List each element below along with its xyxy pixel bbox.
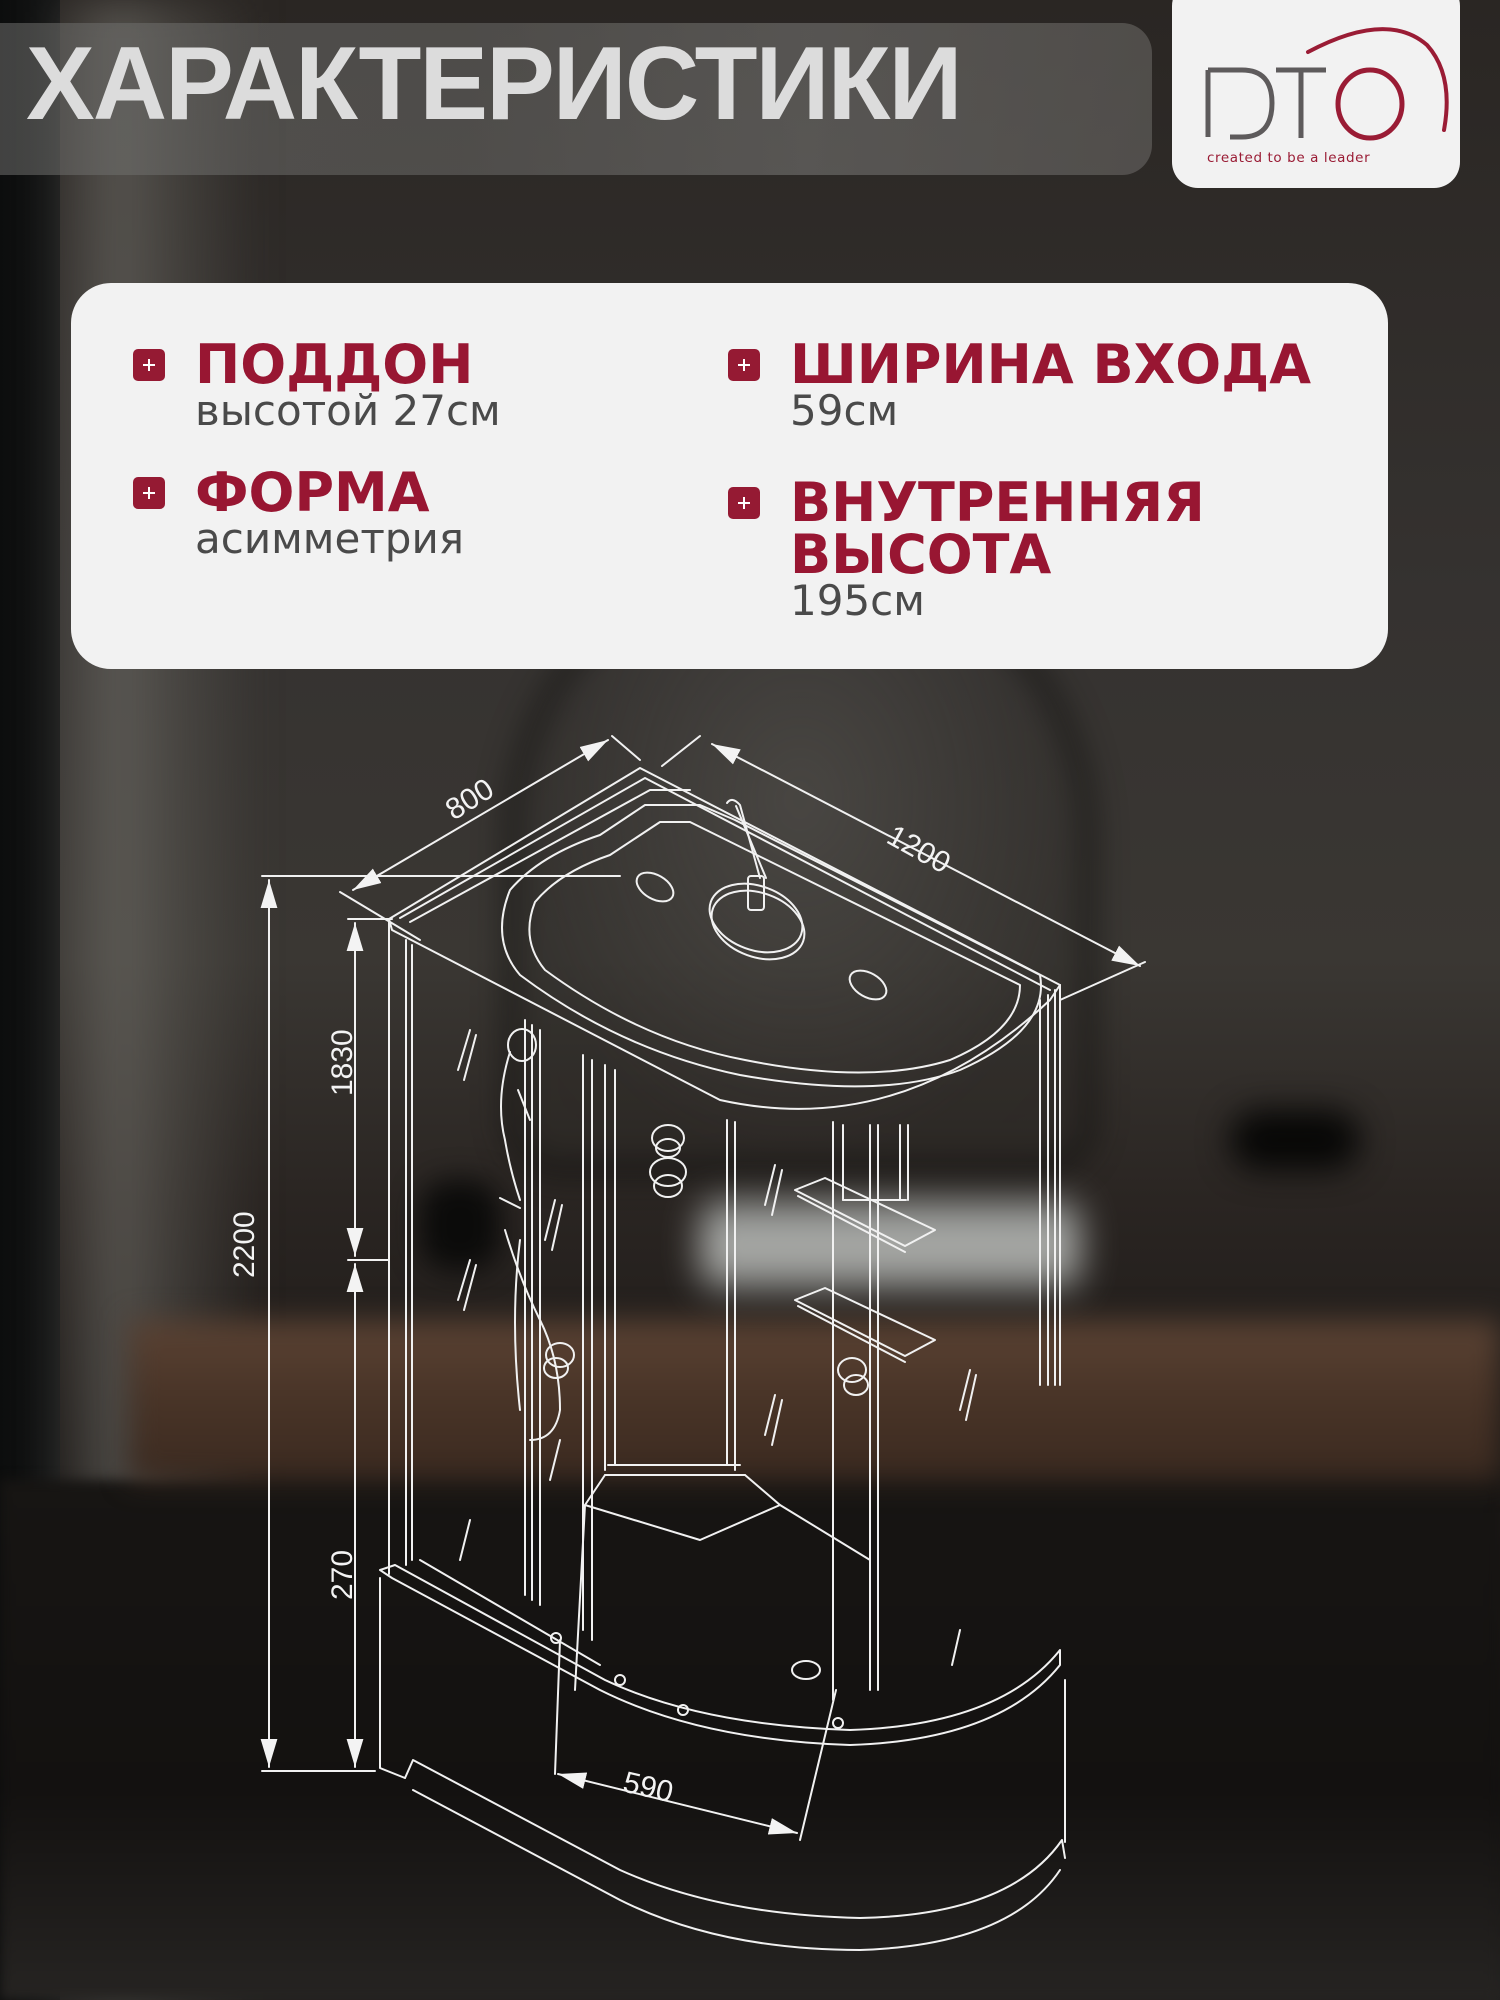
title-band (0, 23, 1152, 175)
spec-title-shape: ФОРМА (195, 461, 430, 524)
logo-tagline: created to be a leader (1207, 150, 1371, 166)
page-title: ХАРАКТЕРИСТИКИ (26, 26, 962, 142)
plus-icon (728, 487, 760, 519)
spec-title-entrance-width: ШИРИНА ВХОДА (790, 333, 1312, 396)
spec-value-inner-height: 195см (790, 576, 925, 625)
blurred-sink (700, 1200, 1080, 1290)
plus-icon (133, 477, 165, 509)
plus-icon (133, 349, 165, 381)
blurred-countertop (130, 1320, 1500, 1480)
plus-icon (728, 349, 760, 381)
spec-value-tray: высотой 27см (195, 386, 501, 435)
spec-title-inner-height-line2: ВЫСОТА (790, 523, 1052, 586)
spec-title-inner-height-line1: ВНУТРЕННЯЯ (790, 471, 1205, 534)
specs-card: ПОДДОН высотой 27см ФОРМА асимметрия ШИР… (71, 283, 1388, 669)
brand-logo: created to be a leader (1172, 0, 1460, 188)
spec-value-shape: асимметрия (195, 514, 465, 563)
spec-title-tray: ПОДДОН (195, 333, 474, 396)
spec-value-entrance-width: 59см (790, 386, 899, 435)
dto-logo-icon (1205, 27, 1449, 141)
